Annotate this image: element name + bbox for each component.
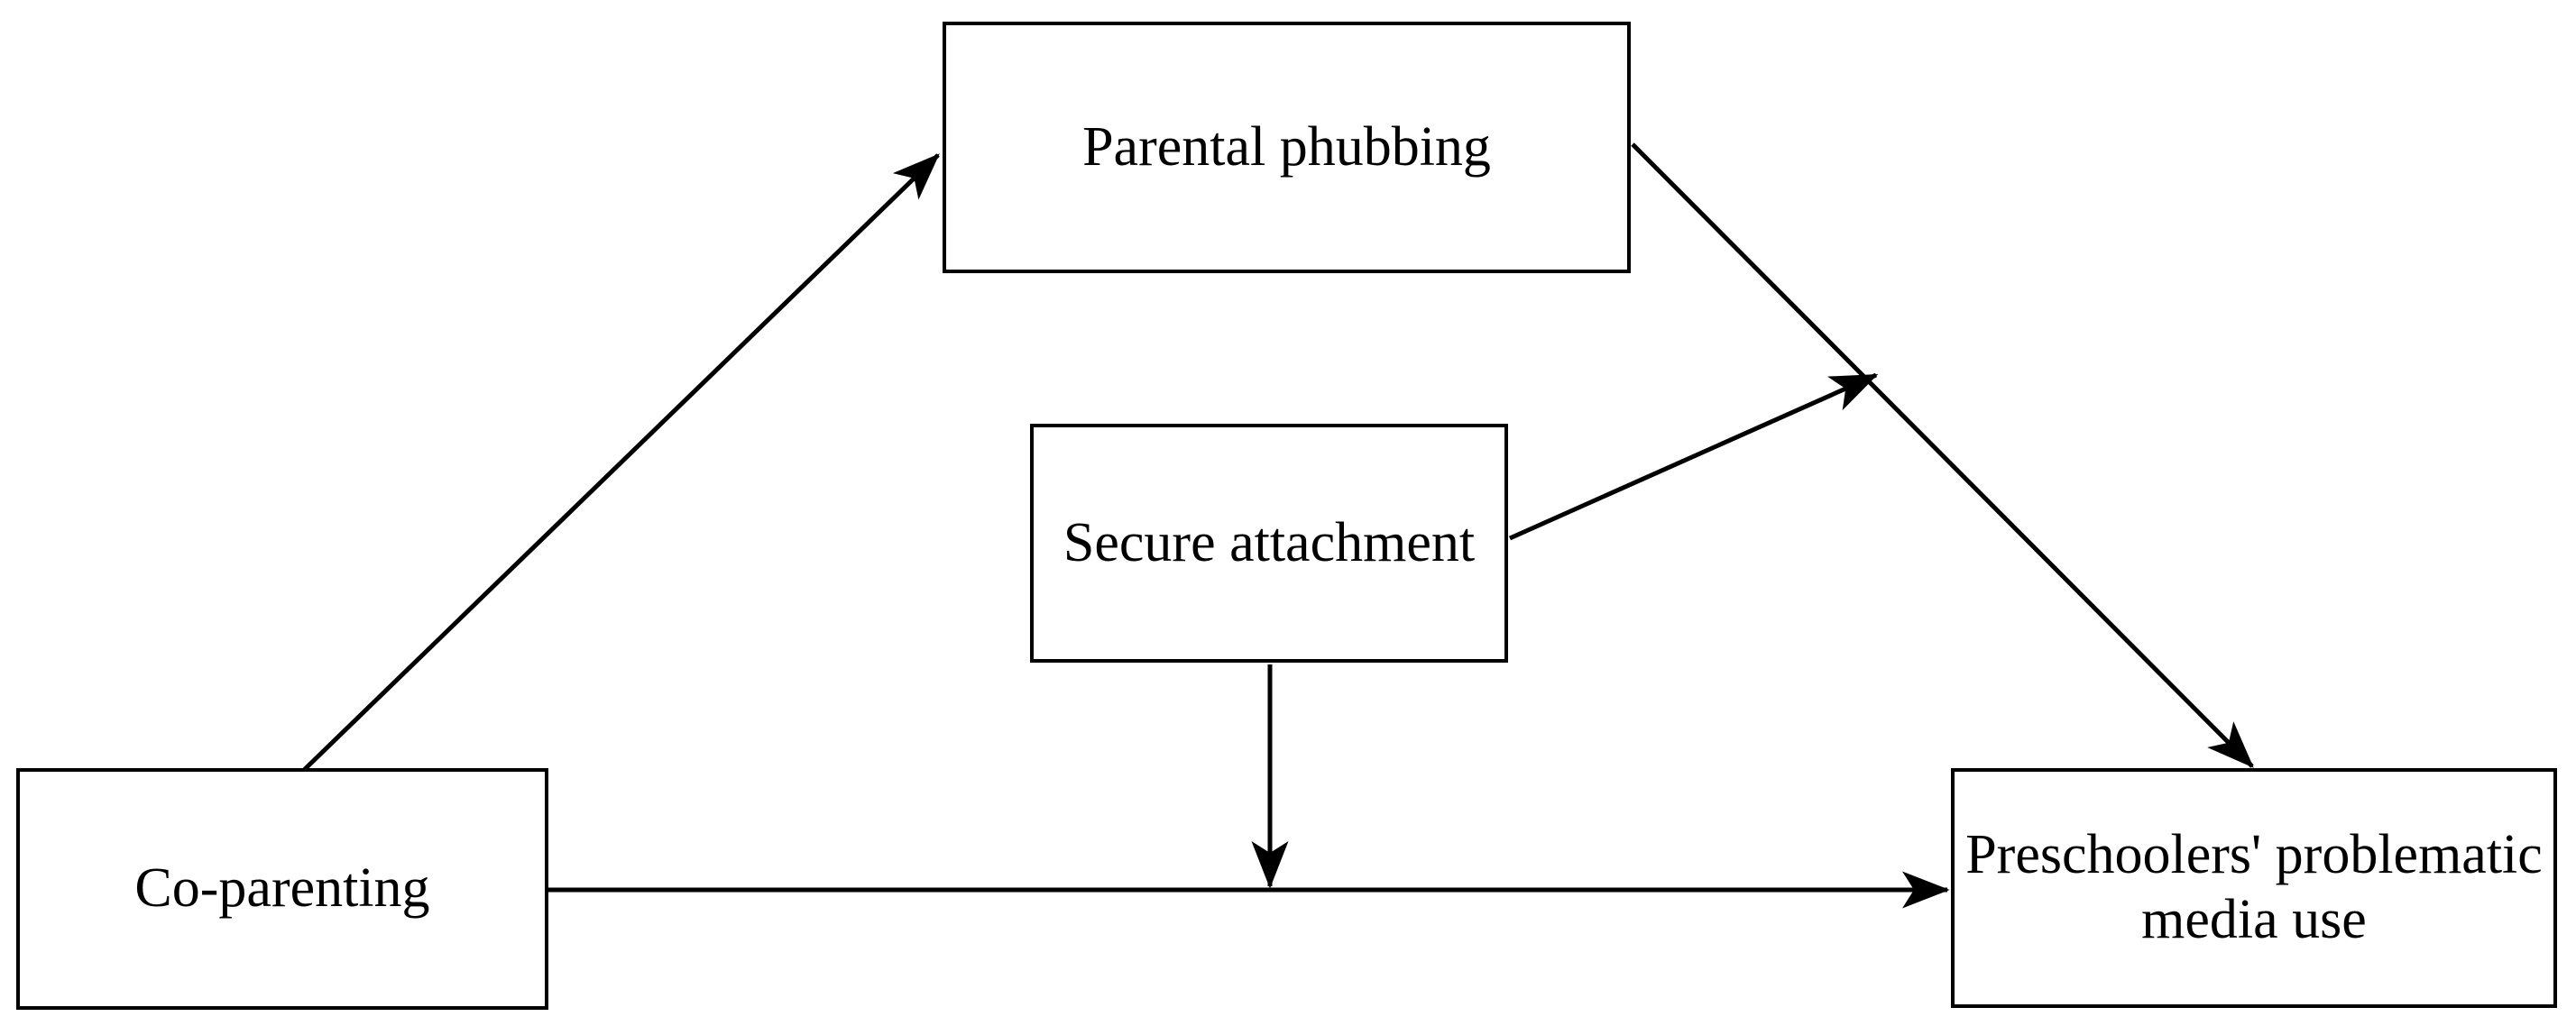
edge-co-parenting-to-parental-phubbing xyxy=(300,153,940,774)
node-parental-phubbing-label: Parental phubbing xyxy=(1082,115,1491,178)
node-co-parenting[interactable]: Co-parenting xyxy=(16,768,548,1010)
node-secure-attachment-label: Secure attachment xyxy=(1063,511,1476,573)
edge-secure-attachment-to-phubbing-path xyxy=(1508,372,1879,541)
node-secure-attachment[interactable]: Secure attachment xyxy=(1030,424,1508,663)
node-preschoolers-media-use-label: Preschoolers' problematic media use xyxy=(1965,824,2543,950)
node-co-parenting-label: Co-parenting xyxy=(134,857,430,920)
edge-parental-phubbing-to-preschoolers xyxy=(1631,142,2254,768)
node-parental-phubbing[interactable]: Parental phubbing xyxy=(943,22,1631,273)
node-preschoolers-media-use[interactable]: Preschoolers' problematic media use xyxy=(1951,768,2557,1008)
